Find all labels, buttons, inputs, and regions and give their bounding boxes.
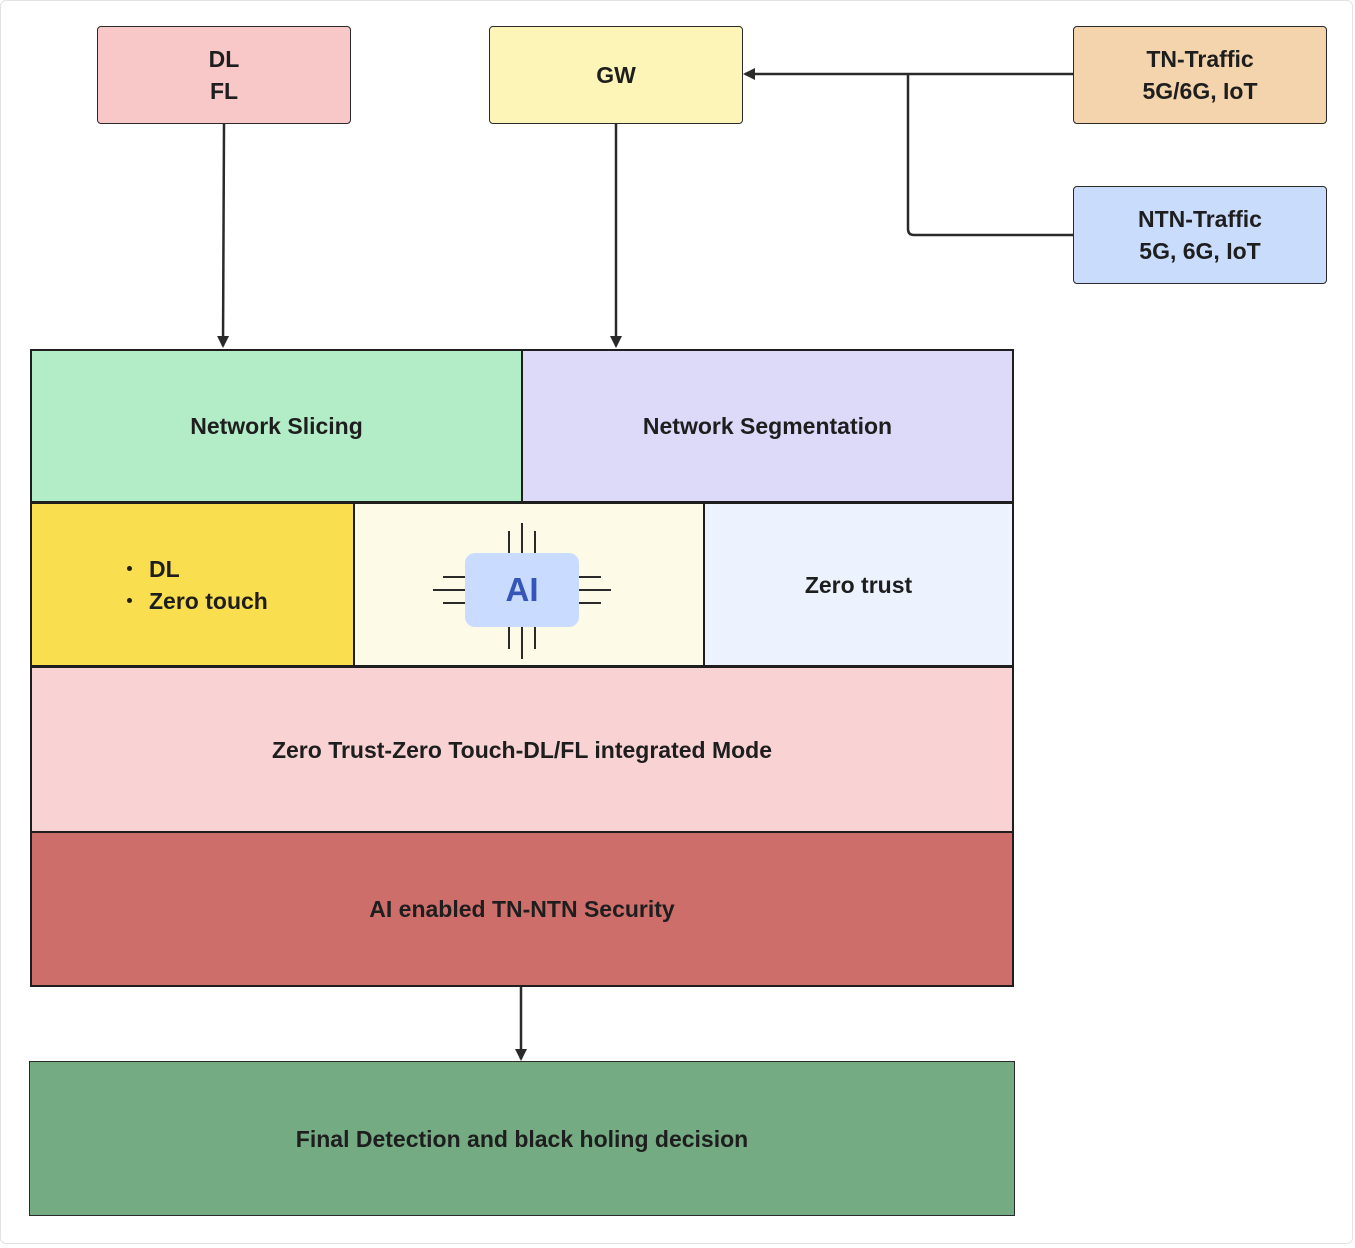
bullet-item-zero-touch: Zero touch (127, 585, 268, 617)
connector-ntn-to-gw (906, 74, 1074, 237)
ai-security-block: AI enabled TN-NTN Security (30, 831, 1014, 987)
bullet-item-dl: DL (127, 553, 180, 585)
network-segmentation-label: Network Segmentation (642, 413, 893, 439)
dl-fl-line-1: DL (208, 46, 240, 72)
network-slicing-label: Network Slicing (190, 413, 363, 439)
zero-trust-block: Zero trust (703, 502, 1014, 667)
ntn-traffic-node: NTN-Traffic 5G, 6G, IoT (1073, 186, 1327, 284)
dl-zero-touch-block: DL Zero touch (30, 502, 355, 667)
bullet-text-dl: DL (149, 555, 180, 582)
ntn-traffic-line-1: NTN-Traffic (1138, 206, 1262, 232)
bullet-dot-icon (127, 566, 132, 571)
ai-chip-label-box: AI (465, 553, 579, 627)
final-decision-block: Final Detection and black holing decisio… (29, 1061, 1015, 1216)
dl-fl-node: DL FL (97, 26, 351, 124)
bullet-dot-icon (127, 598, 132, 603)
ai-security-label: AI enabled TN-NTN Security (369, 896, 675, 922)
tn-traffic-line-1: TN-Traffic (1146, 46, 1254, 72)
zero-trust-label: Zero trust (804, 571, 913, 598)
ai-chip-label: AI (505, 571, 539, 608)
integrated-mode-block: Zero Trust-Zero Touch-DL/FL integrated M… (30, 666, 1014, 833)
arrow-dlfl-to-slicing (217, 123, 230, 348)
bullet-text-zero-touch: Zero touch (149, 587, 268, 614)
network-segmentation-block: Network Segmentation (521, 349, 1014, 503)
ntn-traffic-line-2: 5G, 6G, IoT (1139, 238, 1261, 264)
tn-traffic-line-2: 5G/6G, IoT (1142, 78, 1258, 104)
dl-fl-line-2: FL (209, 78, 239, 104)
integrated-mode-label: Zero Trust-Zero Touch-DL/FL integrated M… (271, 736, 773, 763)
final-decision-label: Final Detection and black holing decisio… (295, 1125, 749, 1152)
gw-node: GW (489, 26, 743, 124)
gw-label: GW (596, 62, 636, 88)
tn-traffic-node: TN-Traffic 5G/6G, IoT (1073, 26, 1327, 124)
network-slicing-block: Network Slicing (30, 349, 523, 503)
